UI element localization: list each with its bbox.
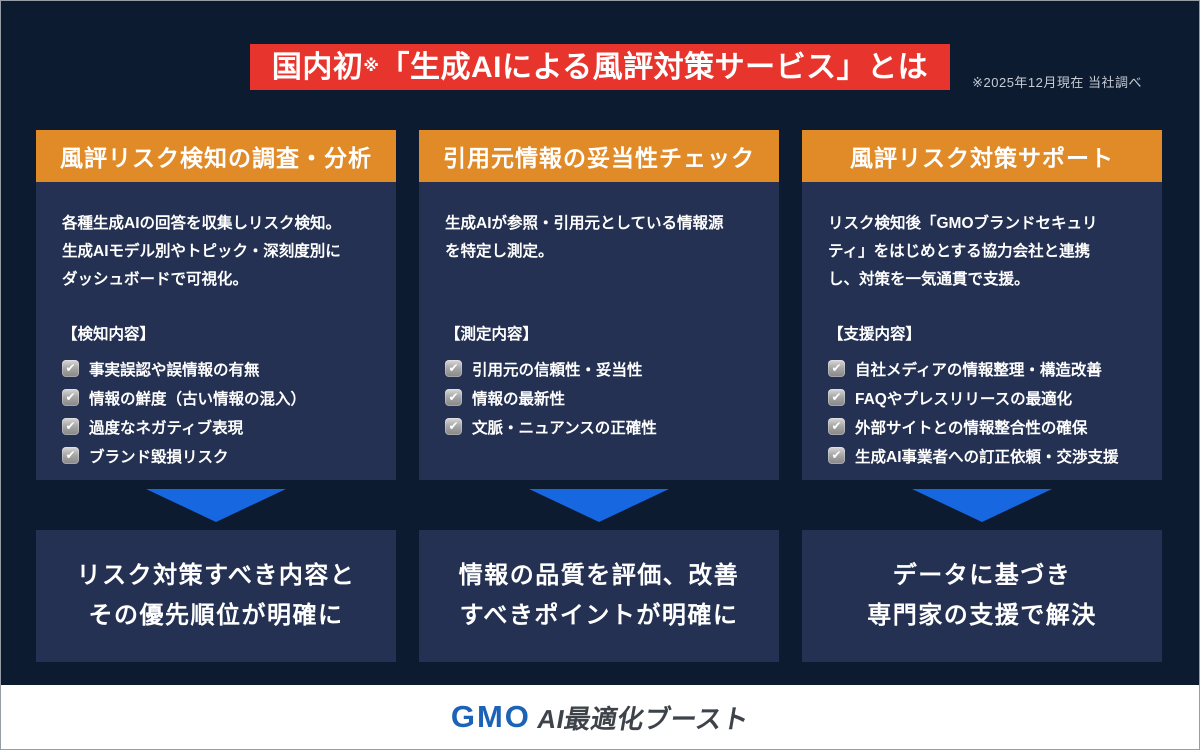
check-item-label: 生成AI事業者への訂正依頼・交渉支援 — [855, 448, 1119, 466]
check-item: ✔ FAQやプレスリリースの最適化 — [828, 383, 1136, 412]
column-header: 風評リスク検知の調査・分析 — [36, 130, 396, 182]
arrow-row — [802, 480, 1162, 530]
check-item: ✔ 自社メディアの情報整理・構造改善 — [828, 354, 1136, 383]
check-icon: ✔ — [828, 389, 845, 406]
check-icon: ✔ — [62, 418, 79, 435]
down-arrow-icon — [529, 488, 669, 522]
check-item-label: FAQやプレスリリースの最適化 — [855, 390, 1073, 408]
title-asterisk: ※ — [363, 58, 380, 75]
down-arrow-icon — [146, 488, 286, 522]
check-item-label: 情報の最新性 — [472, 390, 566, 408]
column-risk-detection: 風評リスク検知の調査・分析 各種生成AIの回答を収集しリスク検知。 生成AIモデ… — [36, 130, 396, 662]
check-item: ✔ 事実誤認や誤情報の有無 — [62, 354, 370, 383]
check-item-label: ブランド毀損リスク — [89, 448, 229, 466]
check-item: ✔ ブランド毀損リスク — [62, 441, 370, 470]
title-banner: 国内初※「生成AIによる風評対策サービス」とは — [249, 44, 951, 90]
survey-note: ※2025年12月現在 当社調べ — [972, 75, 1142, 90]
check-icon: ✔ — [445, 360, 462, 377]
column-header: 引用元情報の妥当性チェック — [419, 130, 779, 182]
title-main: 「生成AIによる風評対策サービス」とは — [379, 51, 929, 84]
column-description: 生成AIが参照・引用元としている情報源 を特定し測定。 — [445, 215, 724, 260]
check-item: ✔ 情報の鮮度（古い情報の混入） — [62, 383, 370, 412]
product-logo-text: AI最適化ブースト — [535, 703, 752, 734]
check-item: ✔ 生成AI事業者への訂正依頼・交渉支援 — [828, 441, 1136, 470]
check-icon: ✔ — [62, 360, 79, 377]
check-item: ✔ 情報の最新性 — [445, 383, 753, 412]
column-header: 風評リスク対策サポート — [802, 130, 1162, 182]
check-item: ✔ 過度なネガティブ表現 — [62, 412, 370, 441]
result-box: 情報の品質を評価、改善 すべきポイントが明確に — [419, 530, 779, 662]
column-support: 風評リスク対策サポート リスク検知後「GMOブランドセキュリ ティ」をはじめとす… — [802, 130, 1162, 662]
check-icon: ✔ — [828, 418, 845, 435]
check-icon: ✔ — [445, 389, 462, 406]
column-body: リスク検知後「GMOブランドセキュリ ティ」をはじめとする協力会社と連携 し、対… — [802, 182, 1162, 480]
check-icon: ✔ — [828, 447, 845, 464]
column-description: 各種生成AIの回答を収集しリスク検知。 生成AIモデル別やトピック・深刻度別に … — [62, 215, 342, 288]
check-item-label: 情報の鮮度（古い情報の混入） — [89, 390, 307, 408]
check-item-label: 文脈・ニュアンスの正確性 — [472, 419, 657, 437]
check-icon: ✔ — [828, 360, 845, 377]
check-item-label: 事実誤認や誤情報の有無 — [89, 361, 260, 379]
list-label: 【測定内容】 — [445, 326, 539, 343]
column-source-validity: 引用元情報の妥当性チェック 生成AIが参照・引用元としている情報源 を特定し測定… — [419, 130, 779, 662]
column-description: リスク検知後「GMOブランドセキュリ ティ」をはじめとする協力会社と連携 し、対… — [828, 215, 1098, 288]
column-body: 生成AIが参照・引用元としている情報源 を特定し測定。 【測定内容】 ✔ 引用元… — [419, 182, 779, 480]
gmo-logo: GMO — [450, 699, 531, 734]
list-label: 【支援内容】 — [828, 326, 922, 343]
check-item-label: 過度なネガティブ表現 — [89, 419, 244, 437]
check-item: ✔ 引用元の信頼性・妥当性 — [445, 354, 753, 383]
check-item-label: 引用元の信頼性・妥当性 — [472, 361, 643, 379]
check-item: ✔ 文脈・ニュアンスの正確性 — [445, 412, 753, 441]
check-icon: ✔ — [62, 389, 79, 406]
down-arrow-icon — [912, 488, 1052, 522]
check-item-label: 自社メディアの情報整理・構造改善 — [855, 361, 1102, 379]
footer: GMO AI最適化ブースト — [1, 685, 1199, 749]
check-icon: ✔ — [445, 418, 462, 435]
service-columns: 風評リスク検知の調査・分析 各種生成AIの回答を収集しリスク検知。 生成AIモデ… — [36, 130, 1162, 662]
arrow-row — [419, 480, 779, 530]
title-prefix: 国内初 — [271, 51, 364, 84]
arrow-row — [36, 480, 396, 530]
result-box: データに基づき 専門家の支援で解決 — [802, 530, 1162, 662]
column-body: 各種生成AIの回答を収集しリスク検知。 生成AIモデル別やトピック・深刻度別に … — [36, 182, 396, 480]
check-icon: ✔ — [62, 447, 79, 464]
result-box: リスク対策すべき内容と その優先順位が明確に — [36, 530, 396, 662]
list-label: 【検知内容】 — [62, 326, 156, 343]
title-banner-row: 国内初※「生成AIによる風評対策サービス」とは — [0, 44, 1200, 90]
check-item-label: 外部サイトとの情報整合性の確保 — [855, 419, 1088, 437]
check-item: ✔ 外部サイトとの情報整合性の確保 — [828, 412, 1136, 441]
